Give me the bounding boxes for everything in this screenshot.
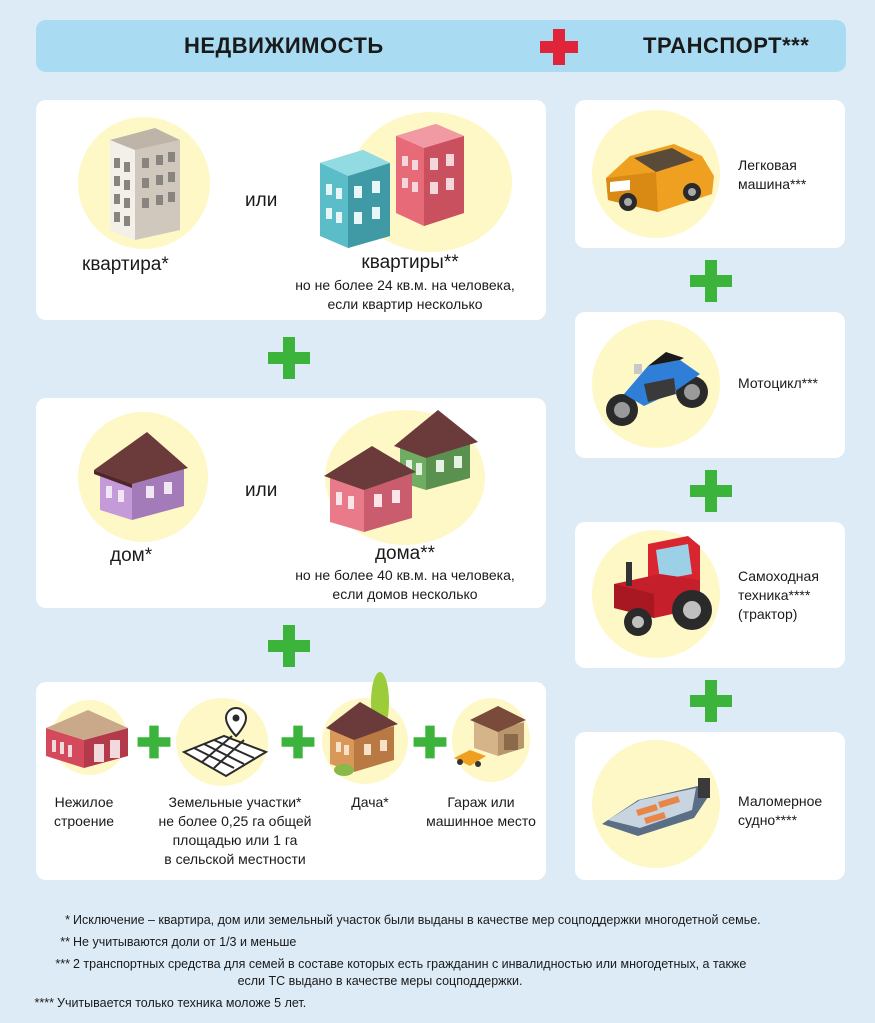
header-banner: [36, 20, 846, 72]
houses-note-line1: но не более 40 кв.м. на человека,: [295, 567, 515, 583]
land-label-line3: площадью или 1 га: [172, 832, 298, 848]
header-title-transport: ТРАНСПОРТ***: [643, 33, 810, 58]
house-single-label: дом*: [110, 545, 153, 566]
houses-multi-label: дома**: [374, 543, 436, 564]
footnote-3: ***2 транспортных средства для семей в с…: [40, 956, 860, 973]
nonresidential-label-line1: Нежилое: [54, 794, 114, 810]
green-plus-icon: [266, 623, 312, 669]
car-label-line2: машина***: [738, 176, 807, 192]
green-plus-icon: [412, 724, 448, 760]
footnote-3-mark: ***: [55, 957, 70, 971]
footnote-2-text: Не учитываются доли от 1/3 и меньше: [73, 935, 297, 949]
motorcycle-label: Мотоцикл***: [738, 375, 818, 391]
green-plus-icon: [280, 724, 316, 760]
tractor-icon: [604, 536, 716, 642]
green-plus-icon: [688, 468, 734, 514]
green-plus-icon: [136, 724, 172, 760]
boat-label-line1: Маломерное: [738, 793, 823, 809]
red-plus-icon: [538, 27, 580, 67]
footnote-4-mark: ****: [34, 996, 54, 1010]
footnote-1-mark: *: [65, 913, 70, 927]
apartments-multi-label: квартиры**: [361, 252, 459, 273]
tractor-label-line2: техника****: [738, 587, 811, 603]
land-plot-map-icon: [180, 706, 269, 782]
land-label-line4: в сельской местности: [164, 851, 306, 867]
green-plus-icon: [688, 258, 734, 304]
footnote-3-text-line1: 2 транспортных средства для семей в сост…: [73, 957, 747, 971]
nonresidential-label-line2: строение: [53, 813, 115, 829]
garage-car-icon: [452, 704, 528, 774]
apartment-single-label: квартира*: [82, 254, 169, 275]
boat-label-line2: судно****: [738, 812, 798, 828]
green-plus-icon: [266, 335, 312, 381]
apartments-note-line2: если квартир несколько: [327, 296, 483, 312]
green-plus-icon: [688, 678, 734, 724]
house-or-label: или: [245, 480, 278, 501]
houses-note-line2: если домов несколько: [332, 586, 478, 602]
footnote-4-text: Учитывается только техника моложе 5 лет.: [57, 996, 307, 1010]
garage-label-line2: машинное место: [426, 813, 536, 829]
apartment-buildings-icon: [318, 118, 468, 248]
header-title-realty: НЕДВИЖИМОСТЬ: [184, 33, 384, 58]
car-label-line1: Легковая: [738, 157, 797, 173]
garage-label-line1: Гараж или: [447, 794, 515, 810]
dacha-label: Дача*: [351, 794, 389, 810]
tractor-label-line1: Самоходная: [738, 568, 819, 584]
apartment-building-icon: [100, 120, 190, 240]
footnote-2: **Не учитываются доли от 1/3 и меньше: [40, 934, 860, 951]
land-label-line2: не более 0,25 га общей: [158, 813, 312, 829]
houses-icon: [320, 408, 480, 538]
apartments-note-line1: но не более 24 кв.м. на человека,: [295, 277, 515, 293]
footnote-1-text: Исключение – квартира, дом или земельный…: [73, 913, 761, 927]
footnote-3-text-line2: если ТС выдано в качестве меры соцподдер…: [237, 974, 523, 988]
motorcycle-icon: [604, 344, 712, 434]
dacha-house-icon: [324, 672, 404, 778]
footnote-4: ****Учитывается только техника моложе 5 …: [24, 995, 844, 1012]
warehouse-icon: [44, 700, 130, 770]
footnote-1: *Исключение – квартира, дом или земельны…: [40, 912, 860, 929]
car-icon: [600, 130, 718, 220]
tractor-label-line3: (трактор): [738, 606, 798, 622]
boat-icon: [598, 770, 718, 840]
house-icon: [92, 430, 192, 522]
footnote-2-mark: **: [60, 935, 70, 949]
apartment-or-label: или: [245, 190, 278, 211]
land-label-line1: Земельные участки*: [168, 794, 302, 810]
